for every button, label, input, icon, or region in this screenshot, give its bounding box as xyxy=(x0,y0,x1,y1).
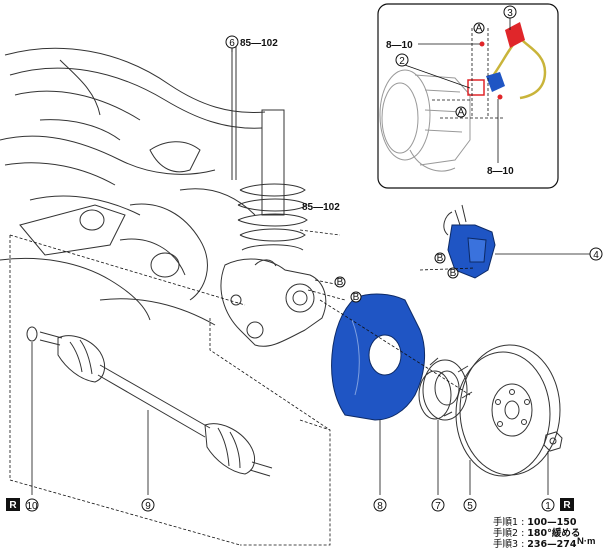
callout-2: 2 xyxy=(395,53,409,67)
caliper-drawing xyxy=(443,204,496,279)
ref-b-3: B xyxy=(434,252,446,264)
callout-7: 7 xyxy=(431,498,445,512)
svg-text:5: 5 xyxy=(467,501,473,512)
hub-nut-drawing xyxy=(543,431,563,452)
svg-text:10: 10 xyxy=(26,501,38,512)
callout-6: 6 xyxy=(225,35,239,49)
ref-b-2: B xyxy=(350,291,362,303)
svg-text:8: 8 xyxy=(377,501,383,512)
callout-9: 9 xyxy=(141,498,155,512)
leader-lines xyxy=(31,18,590,495)
callout-4: 4 xyxy=(589,247,603,261)
procedure-step-2: 手順2 : 180°緩める xyxy=(493,528,581,539)
svg-text:7: 7 xyxy=(435,501,441,512)
svg-text:2: 2 xyxy=(399,56,405,67)
svg-text:B: B xyxy=(450,268,457,279)
ref-a-lower: A xyxy=(455,106,467,118)
svg-text:4: 4 xyxy=(593,250,599,261)
callout-1: 1 xyxy=(541,498,555,512)
svg-text:B: B xyxy=(437,253,444,264)
svg-text:1: 1 xyxy=(545,501,551,512)
ref-b-1: B xyxy=(334,276,346,288)
drive-shaft-drawing xyxy=(26,326,273,477)
callout-5: 5 xyxy=(463,498,477,512)
replace-badge-right: R xyxy=(560,498,574,511)
torque-bracket-lower: 8—10 xyxy=(487,166,514,177)
dust-cover-drawing xyxy=(331,293,425,421)
strut-drawing xyxy=(231,45,308,251)
svg-text:R: R xyxy=(563,500,571,511)
procedure-step-3: 手順3 : 236—274 xyxy=(493,539,577,550)
snap-ring xyxy=(26,326,38,342)
torque-bracket-upper: 8—10 xyxy=(386,40,413,51)
knuckle-drawing xyxy=(220,258,327,347)
dashed-lines xyxy=(9,229,476,546)
inset-detail xyxy=(377,3,559,189)
svg-text:9: 9 xyxy=(145,501,151,512)
svg-text:R: R xyxy=(9,500,17,511)
procedure-step-1: 手順1 : 100—150 xyxy=(493,517,577,528)
svg-text:B: B xyxy=(337,277,344,288)
callout-10: 10 xyxy=(25,498,39,512)
svg-text:6: 6 xyxy=(229,38,235,49)
ref-b-4: B xyxy=(447,267,459,279)
svg-text:A: A xyxy=(458,107,465,118)
svg-text:B: B xyxy=(353,292,360,303)
torque-strut-bolt: 85—102 xyxy=(240,38,278,49)
hub-drawing xyxy=(418,357,473,421)
callout-3: 3 xyxy=(503,5,517,19)
svg-text:3: 3 xyxy=(507,8,513,19)
ref-a-upper: A xyxy=(473,22,485,34)
brake-disc-drawing xyxy=(455,344,561,477)
callout-8: 8 xyxy=(373,498,387,512)
torque-knuckle-bolt: 85—102 xyxy=(302,202,340,213)
torque-unit: N·m xyxy=(577,536,596,547)
svg-text:A: A xyxy=(476,23,483,34)
replace-badge-left: R xyxy=(6,498,20,511)
subframe-drawing xyxy=(0,47,266,326)
